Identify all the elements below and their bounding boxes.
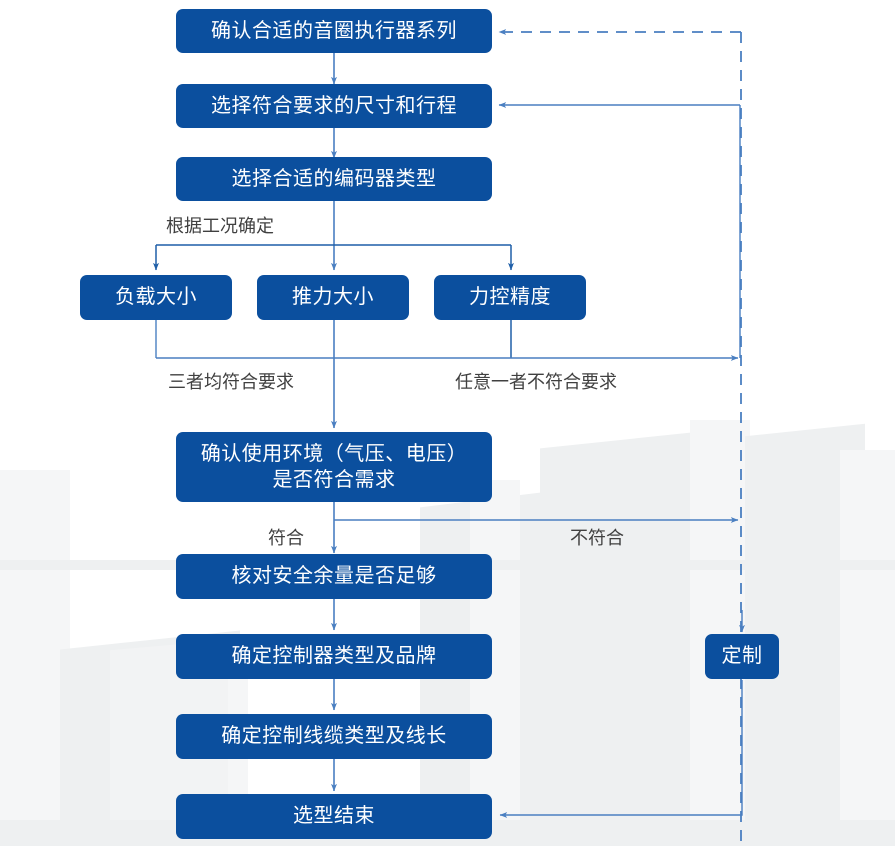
node-thrust-size[interactable]: 推力大小 [257, 275, 409, 320]
node-select-encoder-type[interactable]: 选择合适的编码器类型 [176, 157, 492, 201]
edge-label-per-conditions: 根据工况确定 [166, 216, 274, 236]
edge-label-not-meets: 不符合 [570, 528, 624, 548]
edge-label-meets: 符合 [268, 528, 304, 548]
edge-label-any-not-meet: 任意一者不符合要求 [455, 372, 617, 392]
node-controller-type-brand[interactable]: 确定控制器类型及品牌 [176, 634, 492, 679]
node-load-size[interactable]: 负载大小 [80, 275, 232, 320]
node-force-control-accuracy[interactable]: 力控精度 [434, 275, 586, 320]
node-select-size-stroke[interactable]: 选择符合要求的尺寸和行程 [176, 84, 492, 128]
node-cable-type-length[interactable]: 确定控制线缆类型及线长 [176, 714, 492, 759]
node-check-safety-margin[interactable]: 核对安全余量是否足够 [176, 554, 492, 599]
node-confirm-series[interactable]: 确认合适的音圈执行器系列 [176, 9, 492, 53]
node-selection-complete[interactable]: 选型结束 [176, 794, 492, 839]
edge-label-all-three-meet: 三者均符合要求 [168, 372, 294, 392]
node-confirm-environment[interactable]: 确认使用环境（气压、电压） 是否符合需求 [176, 432, 492, 502]
node-customize[interactable]: 定制 [705, 634, 779, 679]
